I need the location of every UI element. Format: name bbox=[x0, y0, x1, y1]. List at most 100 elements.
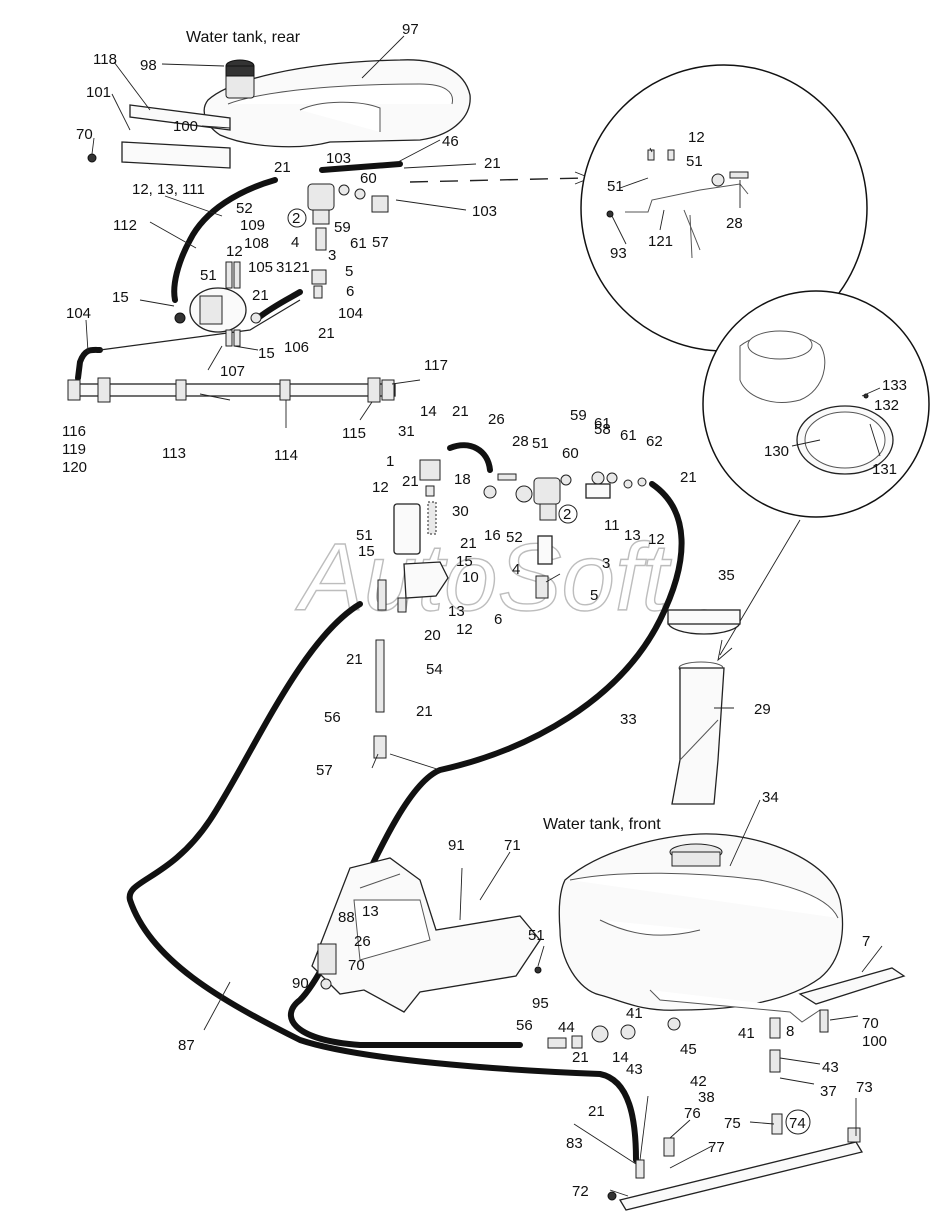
part-label: 116 bbox=[62, 423, 86, 440]
part-label: 15 bbox=[358, 543, 375, 560]
front-tank-bracket bbox=[769, 967, 906, 1073]
part-label: 112 bbox=[113, 217, 137, 234]
part-label: 21 bbox=[460, 535, 477, 552]
part-label: 41 bbox=[738, 1025, 755, 1042]
part-label: 28 bbox=[726, 215, 743, 232]
part-label: 21 bbox=[572, 1049, 589, 1066]
part-label: 12 bbox=[688, 129, 705, 146]
rear-pump-assembly bbox=[174, 261, 262, 347]
part-label: 100 bbox=[862, 1033, 887, 1050]
part-label: 105 bbox=[248, 259, 273, 276]
part-label: 33 bbox=[620, 711, 637, 728]
part-label: 104 bbox=[66, 305, 91, 322]
part-label: 41 bbox=[626, 1005, 643, 1022]
part-label: 12 bbox=[648, 531, 665, 548]
front-tank-caption: Water tank, front bbox=[543, 816, 661, 833]
part-label: 11 bbox=[604, 517, 620, 534]
part-label: 13 bbox=[624, 527, 641, 544]
part-label: 108 bbox=[244, 235, 269, 252]
part-label: 76 bbox=[684, 1105, 701, 1122]
part-label: 5 bbox=[345, 263, 353, 280]
part-label: 74 bbox=[789, 1115, 806, 1132]
part-label: 12 bbox=[372, 479, 389, 496]
part-label: 121 bbox=[648, 233, 673, 250]
part-label: 132 bbox=[874, 397, 899, 414]
part-label: 54 bbox=[426, 661, 443, 678]
hose-connector-line bbox=[99, 299, 301, 351]
part-label: 29 bbox=[754, 701, 771, 718]
part-label: 70 bbox=[862, 1015, 879, 1032]
part-label: 21 bbox=[588, 1103, 605, 1120]
part-label: 3 bbox=[602, 555, 610, 572]
part-label: 72 bbox=[572, 1183, 589, 1200]
part-label: 73 bbox=[856, 1079, 873, 1096]
part-label: 114 bbox=[274, 447, 298, 464]
part-label: 103 bbox=[326, 150, 351, 167]
part-label: 10 bbox=[462, 569, 479, 586]
dashed-pointer-line bbox=[409, 177, 586, 183]
front-water-tank bbox=[558, 833, 844, 1023]
hose-87 bbox=[126, 601, 639, 1163]
part-label: 26 bbox=[354, 933, 371, 950]
rear-tank-cap bbox=[225, 59, 255, 77]
part-label: 118 bbox=[93, 51, 117, 68]
part-label: 62 bbox=[646, 433, 663, 450]
part-label: 104 bbox=[338, 305, 363, 322]
part-label: 51 bbox=[607, 178, 624, 195]
shield-panel bbox=[311, 857, 542, 1013]
part-label: 21 bbox=[346, 651, 363, 668]
part-label: 4 bbox=[291, 234, 299, 251]
detail-circle-bracket bbox=[580, 64, 868, 352]
detail-circle-gasket bbox=[702, 290, 930, 518]
part-label: 8 bbox=[786, 1023, 794, 1040]
hose-rear-upper bbox=[319, 161, 403, 173]
part-label: 6 bbox=[346, 283, 354, 300]
part-label: 21 bbox=[484, 155, 501, 172]
part-label: 12 bbox=[456, 621, 473, 638]
part-label: 46 bbox=[442, 133, 459, 150]
part-label: 95 bbox=[532, 995, 549, 1012]
part-label: 97 bbox=[402, 21, 419, 38]
part-label: 56 bbox=[516, 1017, 533, 1034]
part-label: 59 bbox=[334, 219, 351, 236]
detail-pointer-arrow bbox=[719, 519, 801, 656]
leader-lines bbox=[85, 35, 883, 1197]
part-label: 3 bbox=[328, 247, 336, 264]
hose-104-rear bbox=[75, 346, 103, 381]
part-label: 37 bbox=[820, 1083, 837, 1100]
part-label: 51 bbox=[686, 153, 703, 170]
part-label: 52 bbox=[236, 200, 253, 217]
part-label: 51 bbox=[532, 435, 549, 452]
front-tank-filler bbox=[667, 609, 741, 805]
part-label: 45 bbox=[680, 1041, 697, 1058]
part-label: 60 bbox=[562, 445, 579, 462]
part-label: 87 bbox=[178, 1037, 195, 1054]
part-label: 59 bbox=[570, 407, 587, 424]
part-label: 93 bbox=[610, 245, 627, 262]
part-label: 2 bbox=[292, 210, 300, 227]
part-label: 130 bbox=[764, 443, 789, 460]
part-label: 4 bbox=[512, 561, 520, 578]
part-label: 119 bbox=[62, 441, 86, 458]
part-label: 15 bbox=[112, 289, 129, 306]
part-label: 15 bbox=[258, 345, 275, 362]
part-label: 31 bbox=[276, 259, 293, 276]
part-label: 42 bbox=[690, 1073, 707, 1090]
part-label: 91 bbox=[448, 837, 465, 854]
part-label: 15 bbox=[456, 553, 473, 570]
part-label: 88 bbox=[338, 909, 355, 926]
center-pump-assembly bbox=[373, 459, 449, 759]
hose-112 bbox=[171, 177, 278, 303]
part-label: 51 bbox=[356, 527, 373, 544]
part-label: 18 bbox=[454, 471, 471, 488]
part-label: 98 bbox=[140, 57, 157, 74]
part-label: 7 bbox=[862, 933, 870, 950]
part-labels: 97 98 118 101 100 70 103 46 21 21 60 12,… bbox=[62, 21, 907, 1200]
part-label: 21 bbox=[252, 287, 269, 304]
part-label: 21 bbox=[416, 703, 433, 720]
part-label: 43 bbox=[822, 1059, 839, 1076]
part-label: 2 bbox=[563, 506, 571, 523]
part-label: 57 bbox=[372, 234, 389, 251]
part-label: 60 bbox=[360, 170, 377, 187]
